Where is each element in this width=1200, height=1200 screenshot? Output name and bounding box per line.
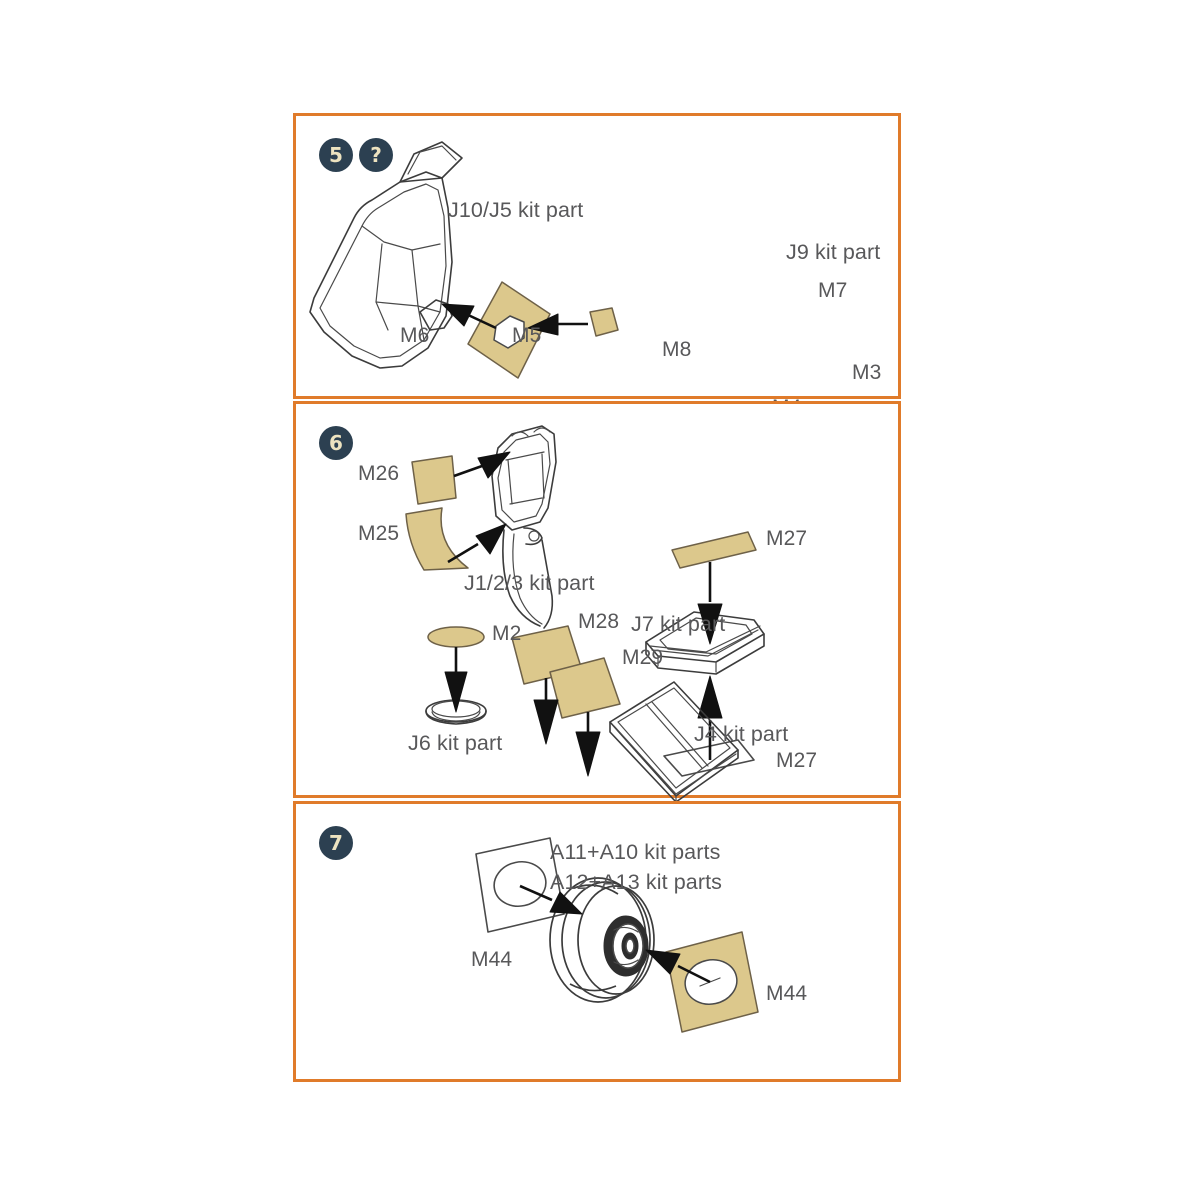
step-7-artwork (475, 837, 759, 1033)
label-j10-j5-kit-part: J10/J5 kit part (448, 198, 584, 222)
label-a11-a10-kit-parts: A11+A10 kit parts (550, 840, 721, 864)
instruction-panel-step-6: 6 (293, 401, 901, 803)
label-m28: M28 (578, 610, 620, 633)
arrow-m44-right-to-wheel (645, 949, 711, 984)
label-j9-kit-part: J9 kit part (786, 240, 881, 264)
m27-top-mask-shape (671, 531, 757, 569)
m44-left-mask-shape (475, 837, 565, 933)
label-m25: M25 (358, 522, 400, 545)
label-j7-kit-part: J7 kit part (631, 612, 726, 636)
instruction-panel-step-7: 7 (293, 801, 901, 1082)
label-a12-a13-kit-parts: A12+A13 kit parts (550, 870, 723, 894)
m25-mask-shape (405, 507, 469, 571)
m6-mask-shape (467, 281, 551, 379)
arrow-m26-to-j1-2-3 (453, 451, 511, 479)
j10-j5-canopy-drawing (309, 141, 463, 369)
label-m3: M3 (852, 361, 882, 384)
j4-kit-part-drawing (609, 681, 739, 803)
step-number-badge-6: 6 (319, 426, 353, 460)
label-j4-kit-part: J4 kit part (694, 722, 789, 746)
label-m44-left: M44 (471, 948, 513, 971)
step-number-badge-7: 7 (319, 826, 353, 860)
wheel-kit-parts-drawing (549, 877, 655, 1003)
label-m27-bottom: M27 (776, 749, 818, 772)
arrow-m27-top-to-j7 (697, 562, 723, 645)
m26-mask-shape (411, 455, 457, 505)
label-m8: M8 (662, 338, 692, 361)
j7-kit-part-drawing (645, 611, 765, 675)
m5-mask-shape (589, 307, 619, 337)
label-m6: M6 (400, 324, 430, 347)
label-m29: M29 (622, 646, 664, 669)
j1-2-3-kit-part-drawing (491, 425, 557, 629)
arrow-m44-left-to-wheel (519, 884, 583, 915)
label-m7: M7 (818, 279, 848, 302)
label-m2: M2 (492, 622, 522, 645)
step-6-artwork (405, 425, 765, 803)
label-m26: M26 (358, 462, 400, 485)
instruction-panel-step-5: 5 ? (293, 113, 901, 419)
arrow-m6-to-canopy (441, 303, 497, 330)
m44-right-mask-shape (665, 931, 759, 1033)
label-j1-2-3-kit-part: J1/2/3 kit part (464, 571, 595, 595)
arrow-m2-to-j6 (444, 647, 468, 713)
arrow-m25-to-j1-2-3 (447, 523, 507, 564)
step-number-badge-5: 5 (319, 138, 353, 172)
m29-mask-shape (549, 657, 621, 719)
label-m5: M5 (512, 324, 542, 347)
label-m44-right: M44 (766, 982, 808, 1005)
arrow-m5-to-m6 (527, 313, 588, 336)
label-m27-top: M27 (766, 527, 808, 550)
arrow-m29-to-j4 (575, 712, 601, 777)
question-badge: ? (359, 138, 393, 172)
m2-mask-shape (427, 626, 485, 648)
step-5-artwork (309, 141, 619, 379)
arrow-m28-to-j4 (533, 678, 559, 745)
label-j6-kit-part: J6 kit part (408, 731, 503, 755)
